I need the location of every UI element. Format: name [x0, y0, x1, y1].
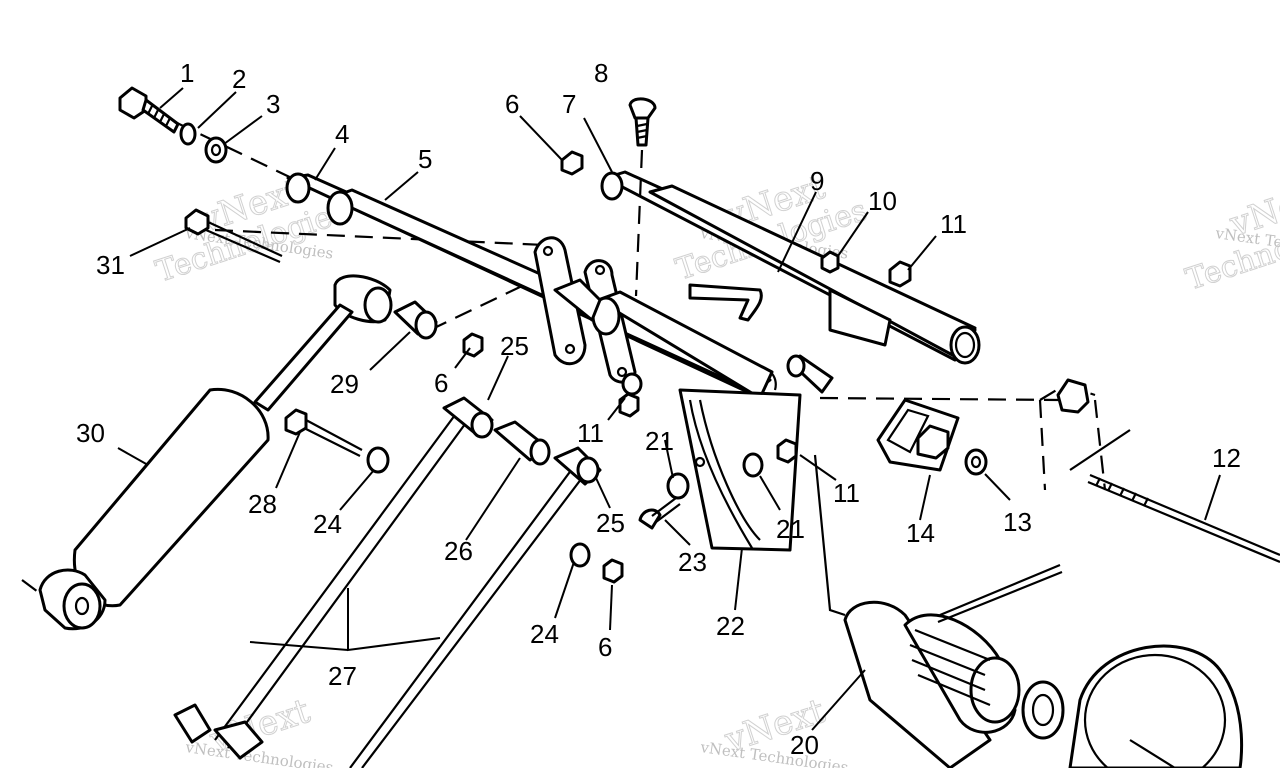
- callout-2: 2: [232, 64, 246, 94]
- callout-6-left: 6: [434, 368, 448, 398]
- callout-28: 28: [248, 489, 277, 519]
- clip: [688, 283, 763, 322]
- callout-6-bottom: 6: [598, 632, 612, 662]
- washer-24-left: [366, 446, 390, 474]
- callout-labels: 1 2 3 4 5 6 7 8 9 10 11 31 29 25 6 30 28…: [76, 58, 1241, 760]
- bolt-31: [184, 208, 283, 264]
- nut-dash-line: [429, 274, 546, 331]
- washer-13: [964, 448, 988, 476]
- lockwasher-2: [179, 122, 197, 146]
- nut-11-right: [776, 438, 798, 464]
- shock-absorber: [21, 274, 393, 631]
- callout-23: 23: [678, 547, 707, 577]
- callout-21-top: 21: [645, 426, 674, 456]
- watermark-center-bottom: vNext vNext Technologies: [698, 690, 849, 768]
- callout-14: 14: [906, 518, 935, 548]
- plate: [678, 388, 802, 552]
- watermark-right-top: vNext Technologies vNext Technologies: [1181, 174, 1280, 298]
- upper-cross-shaft: [600, 170, 981, 365]
- nut-10: [820, 250, 840, 274]
- callout-21-right: 21: [776, 514, 805, 544]
- callout-29: 29: [330, 369, 359, 399]
- washer-3: [204, 136, 228, 164]
- washer-21-upper: [621, 372, 643, 396]
- callout-5: 5: [418, 144, 432, 174]
- nut-6-bottom: [602, 558, 624, 584]
- callout-3: 3: [266, 89, 280, 119]
- callout-27: 27: [328, 661, 357, 691]
- callout-11-top: 11: [940, 209, 967, 239]
- rear-bracket: [1038, 378, 1131, 491]
- bolt-1: [118, 86, 180, 134]
- callout-25-bottom: 25: [596, 508, 625, 538]
- bolt-23: [638, 497, 681, 530]
- callout-11-left: 11: [577, 418, 604, 448]
- callout-12: 12: [1212, 443, 1241, 473]
- rear-axis-line: [819, 396, 1061, 402]
- bolt-8-axis: [634, 149, 644, 297]
- callout-20: 20: [790, 730, 819, 760]
- link-rods: [173, 396, 602, 768]
- callout-26: 26: [444, 536, 473, 566]
- leader-lines: [117, 87, 1221, 731]
- idler-wheel-assembly: [813, 454, 1244, 768]
- bushing-29: [393, 300, 438, 340]
- nut-6-top: [560, 150, 584, 176]
- callout-4: 4: [335, 119, 349, 149]
- callout-8: 8: [594, 58, 608, 88]
- washer-21-left: [666, 472, 690, 500]
- callout-25-top: 25: [500, 331, 529, 361]
- washer-21-right: [742, 452, 764, 478]
- callout-30: 30: [76, 418, 105, 448]
- washer-24-bottom: [569, 542, 591, 568]
- callout-24-bottom: 24: [530, 619, 559, 649]
- callout-6-top: 6: [505, 89, 519, 119]
- adjuster-block: [876, 398, 960, 472]
- bolt-28: [284, 408, 363, 457]
- nut-11-left: [618, 392, 640, 418]
- nut-11-top: [888, 260, 912, 288]
- callout-9: 9: [810, 166, 824, 196]
- bolt-8: [628, 97, 657, 147]
- callout-7: 7: [562, 89, 576, 119]
- rod-12: [1087, 473, 1280, 564]
- callout-11-right: 11: [833, 478, 860, 508]
- pivot-tube: [553, 278, 834, 400]
- callout-13: 13: [1003, 507, 1032, 537]
- callout-10: 10: [868, 186, 897, 216]
- callout-24-left: 24: [313, 509, 342, 539]
- callout-31: 31: [96, 250, 125, 280]
- callout-1: 1: [180, 58, 194, 88]
- callout-22: 22: [716, 611, 745, 641]
